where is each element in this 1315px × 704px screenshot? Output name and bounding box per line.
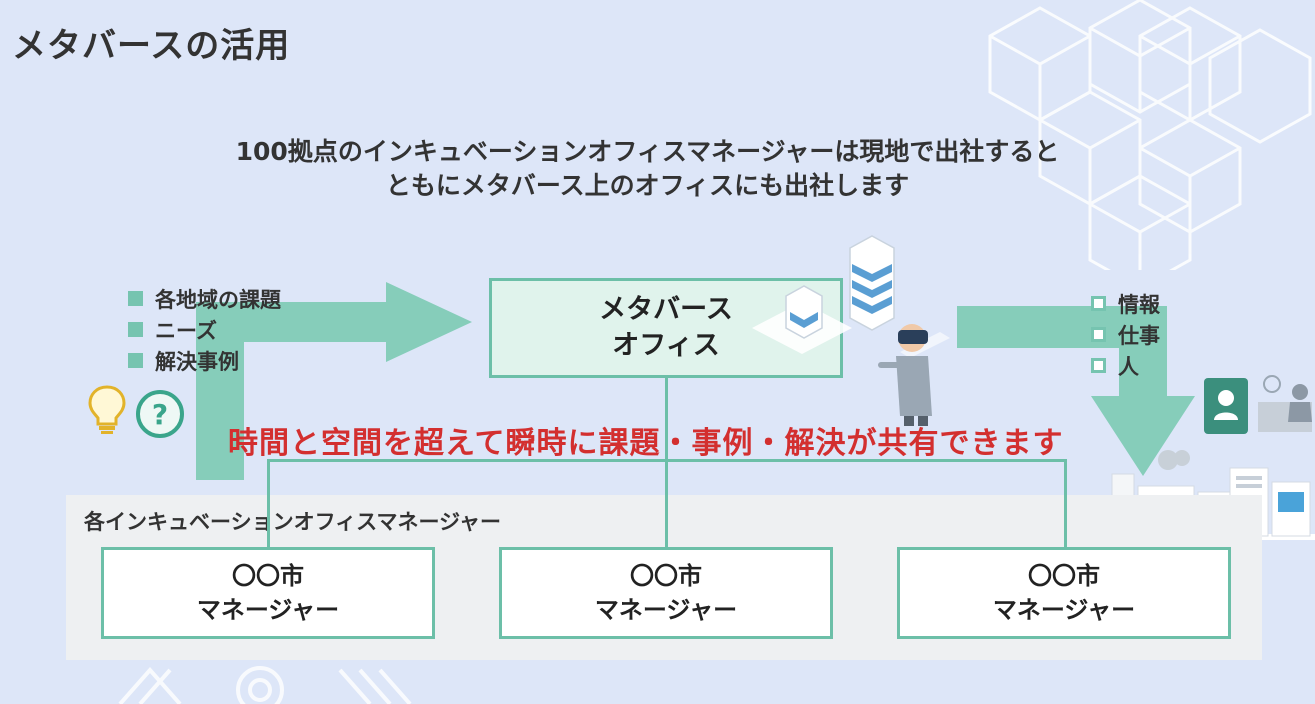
subtitle: 100拠点のインキュベーションオフィスマネージャーは現地で出社すると ともにメタ… bbox=[0, 135, 1315, 203]
subtitle-line-1: 100拠点のインキュベーションオフィスマネージャーは現地で出社すると bbox=[235, 137, 1060, 166]
manager-role: マネージャー bbox=[992, 596, 1136, 624]
bullet-square-icon bbox=[128, 353, 143, 368]
subtitle-line-2: ともにメタバース上のオフィスにも出社します bbox=[385, 171, 910, 200]
manager-role: マネージャー bbox=[196, 596, 340, 624]
list-item: 解決事例 bbox=[128, 345, 281, 376]
left-bullet-list: 各地域の課題 ニーズ 解決事例 bbox=[128, 283, 281, 376]
vr-user-icon bbox=[878, 324, 932, 426]
center-box-line-2: オフィス bbox=[612, 330, 720, 361]
bullet-square-icon bbox=[1091, 358, 1106, 373]
bullet-square-icon bbox=[128, 291, 143, 306]
remote-worker-icon bbox=[1204, 375, 1312, 434]
right-outflow-arrow bbox=[957, 306, 1195, 476]
panel-label: 各インキュベーションオフィスマネージャー bbox=[84, 510, 502, 534]
question-mark-glyph: ? bbox=[152, 398, 168, 431]
connector-line bbox=[1064, 459, 1067, 548]
right-bullet-list: 情報 仕事 人 bbox=[1091, 288, 1160, 381]
center-box-line-1: メタバース bbox=[599, 294, 733, 325]
manager-box: 〇〇市 マネージャー bbox=[897, 547, 1231, 639]
bullet-square-icon bbox=[1091, 327, 1106, 342]
cube-pattern-decoration bbox=[988, 0, 1312, 270]
manager-city: 〇〇市 bbox=[630, 562, 702, 590]
manager-city: 〇〇市 bbox=[232, 562, 304, 590]
page-title: メタバースの活用 bbox=[12, 26, 291, 66]
question-icon: ? bbox=[136, 390, 184, 438]
manager-box: 〇〇市 マネージャー bbox=[499, 547, 833, 639]
bullet-square-icon bbox=[128, 322, 143, 337]
bottom-pattern-decoration bbox=[118, 666, 412, 704]
metaverse-building-illustration bbox=[752, 235, 950, 358]
highlight-message: 時間と空間を超えて瞬時に課題・事例・解決が共有できます bbox=[228, 426, 1064, 461]
list-item: 人 bbox=[1091, 350, 1160, 381]
list-item: 各地域の課題 bbox=[128, 283, 281, 314]
list-item: ニーズ bbox=[128, 314, 281, 345]
manager-city: 〇〇市 bbox=[1028, 562, 1100, 590]
manager-box: 〇〇市 マネージャー bbox=[101, 547, 435, 639]
bullet-square-icon bbox=[1091, 296, 1106, 311]
list-item: 情報 bbox=[1091, 288, 1160, 319]
left-inflow-arrow bbox=[196, 282, 472, 480]
lightbulb-icon bbox=[88, 385, 126, 434]
list-item: 仕事 bbox=[1091, 319, 1160, 350]
connector-line bbox=[267, 459, 270, 548]
metaverse-office-box: メタバース オフィス bbox=[489, 278, 843, 378]
connector-line bbox=[267, 459, 1067, 462]
manager-role: マネージャー bbox=[594, 596, 738, 624]
connector-line bbox=[665, 378, 668, 548]
